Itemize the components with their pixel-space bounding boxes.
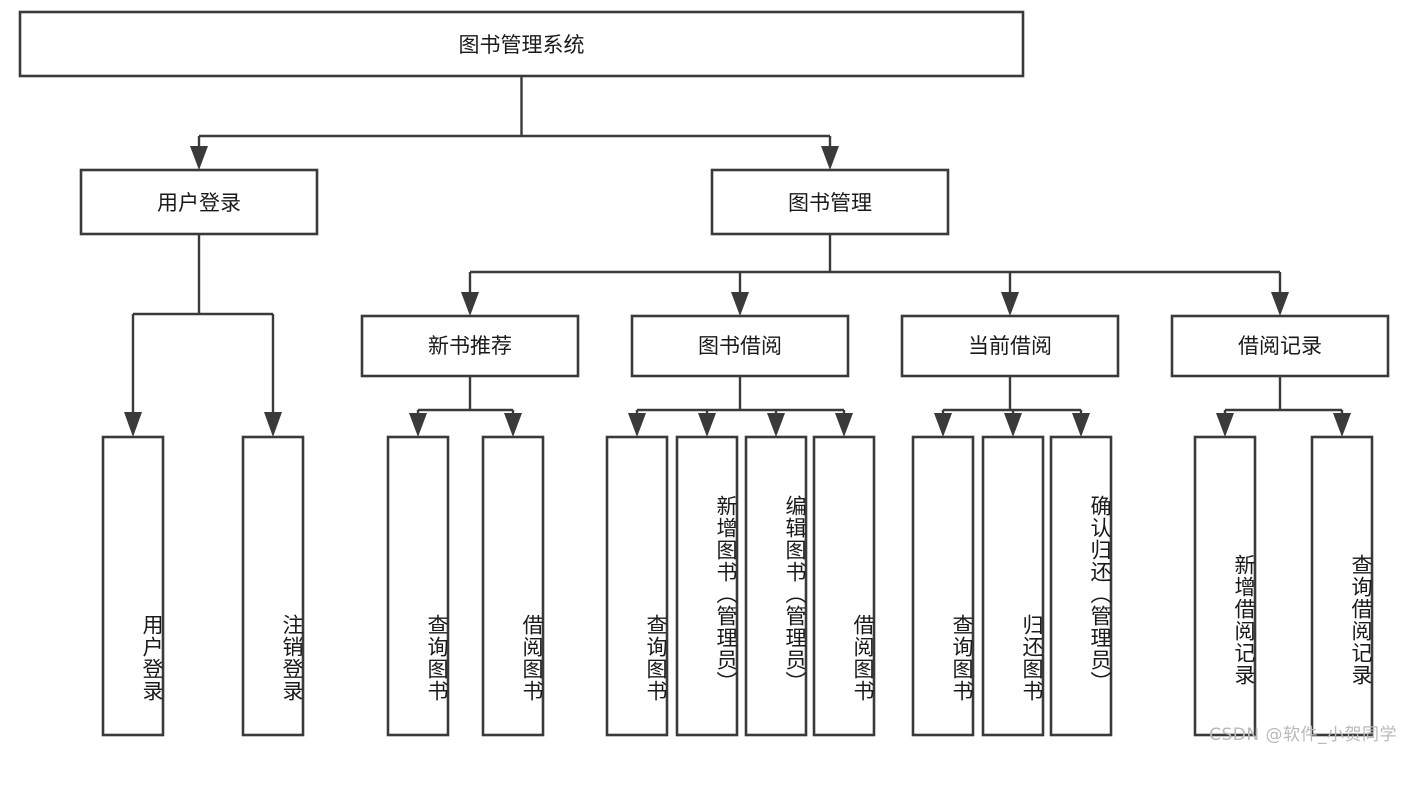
arrowhead-book-borrow	[731, 292, 749, 316]
arrowhead-borrowrecord-leaf-2	[1333, 413, 1351, 437]
csdn-watermark: CSDN @软件_小贺同学	[1209, 725, 1397, 745]
node-current-borrowing-box[interactable]	[900, 314, 1120, 378]
node-book-management-box[interactable]	[710, 168, 950, 236]
leaf-box-query-borrow-record[interactable]	[1310, 435, 1374, 737]
arrowhead-user-login	[190, 146, 208, 170]
node-user-login-box[interactable]	[79, 168, 319, 236]
arrowhead-leaf-logout	[264, 412, 282, 437]
leaf-box-confirm-return-admin[interactable]	[1049, 435, 1113, 737]
node-current-borrowing[interactable]: 当前借阅	[900, 314, 1120, 378]
arrowhead-bookborrow-leaf-2	[698, 413, 716, 437]
arrowhead-current-borrow	[1001, 292, 1019, 316]
tree-diagram-svg: 图书管理系统 用户登录 图书管理 新书推荐 图书借阅 当前借阅 借阅记录	[18, 10, 1390, 737]
arrowhead-currentborrow-leaf-3	[1072, 413, 1090, 437]
arrowhead-borrow-record	[1271, 292, 1289, 316]
leaf-box-query-book-newrec[interactable]	[386, 435, 450, 737]
arrowhead-borrowrecord-leaf-1	[1216, 413, 1234, 437]
node-borrowing-record-box[interactable]	[1170, 314, 1390, 378]
arrowhead-currentborrow-leaf-1	[934, 413, 952, 437]
leaf-box-add-borrow-record[interactable]	[1193, 435, 1257, 737]
node-book-borrowing-box[interactable]	[630, 314, 850, 378]
arrowhead-leaf-user-login	[124, 412, 142, 437]
arrowhead-new-book-rec	[461, 292, 479, 316]
arrowhead-newbook-leaf-1	[409, 413, 427, 437]
node-book-management-label: 图书管理	[788, 191, 872, 215]
leaf-box-add-book-admin[interactable]	[675, 435, 739, 737]
arrowhead-currentborrow-leaf-2	[1004, 413, 1022, 437]
leaf-box-query-book-borrow[interactable]	[605, 435, 669, 737]
leaf-box-borrow-book[interactable]	[812, 435, 876, 737]
node-book-borrowing[interactable]: 图书借阅	[630, 314, 850, 378]
leaf-box-edit-book-admin[interactable]	[744, 435, 808, 737]
node-root[interactable]: 图书管理系统	[18, 10, 1025, 78]
node-borrowing-record[interactable]: 借阅记录	[1170, 314, 1390, 378]
node-new-book-recommendation[interactable]: 新书推荐	[360, 314, 580, 378]
diagram-canvas: 图书管理系统 用户登录 图书管理 新书推荐 图书借阅 当前借阅 借阅记录	[18, 10, 1397, 745]
node-current-borrowing-label: 当前借阅	[968, 334, 1052, 358]
node-root-label: 图书管理系统	[459, 33, 585, 57]
leaf-box-query-book-current[interactable]	[911, 435, 975, 737]
node-user-login[interactable]: 用户登录	[79, 168, 319, 236]
arrowhead-bookborrow-leaf-1	[628, 413, 646, 437]
node-new-book-recommendation-box[interactable]	[360, 314, 580, 378]
connector-layer	[124, 76, 1351, 437]
leaf-box-user-login[interactable]	[101, 435, 165, 737]
node-new-book-recommendation-label: 新书推荐	[428, 334, 512, 358]
arrowhead-bookborrow-leaf-3	[767, 413, 785, 437]
leaf-box-borrow-book-newrec[interactable]	[481, 435, 545, 737]
node-user-login-label: 用户登录	[157, 191, 241, 215]
node-book-borrowing-label: 图书借阅	[698, 334, 782, 358]
arrowhead-bookborrow-leaf-4	[835, 413, 853, 437]
node-borrowing-record-label: 借阅记录	[1238, 334, 1322, 358]
node-book-management[interactable]: 图书管理	[710, 168, 950, 236]
leaf-box-layer	[101, 435, 1374, 737]
leaf-box-logout[interactable]	[241, 435, 305, 737]
node-root-box[interactable]	[18, 10, 1025, 78]
arrowhead-newbook-leaf-2	[504, 413, 522, 437]
leaf-box-return-book[interactable]	[981, 435, 1045, 737]
arrowhead-book-mgmt	[821, 146, 839, 170]
